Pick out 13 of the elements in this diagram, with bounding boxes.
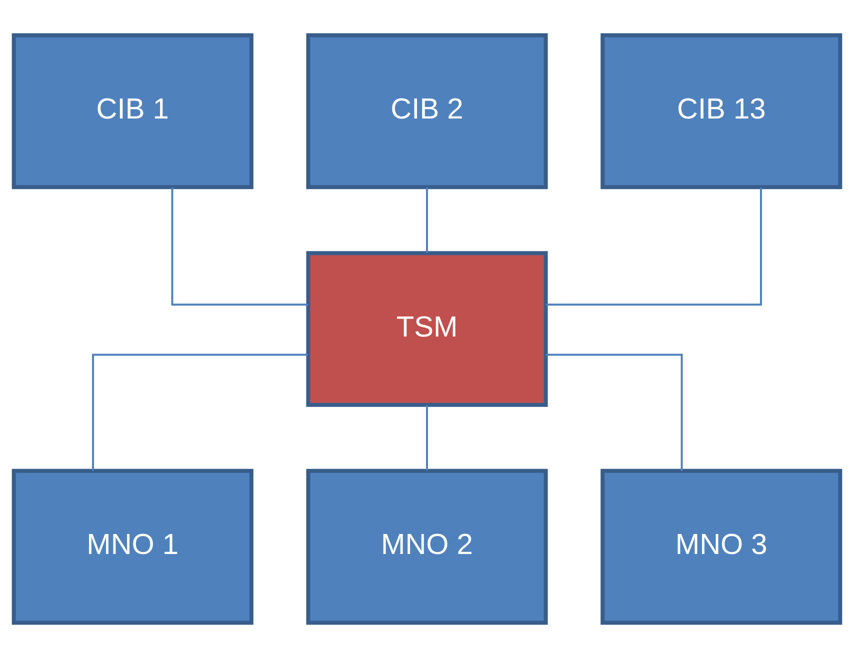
node-box: MNO 1 <box>12 468 254 625</box>
node-box: TSM <box>306 251 548 407</box>
connector <box>92 354 308 471</box>
connector <box>171 188 308 306</box>
node-box: CIB 1 <box>12 33 254 190</box>
node-box: CIB 2 <box>306 33 548 190</box>
node-box: CIB 13 <box>600 33 842 190</box>
connector <box>546 354 683 471</box>
node-box: MNO 3 <box>600 468 842 625</box>
connector <box>426 187 428 253</box>
connector <box>426 405 428 471</box>
node-box: MNO 2 <box>306 468 548 625</box>
connector <box>546 188 762 306</box>
